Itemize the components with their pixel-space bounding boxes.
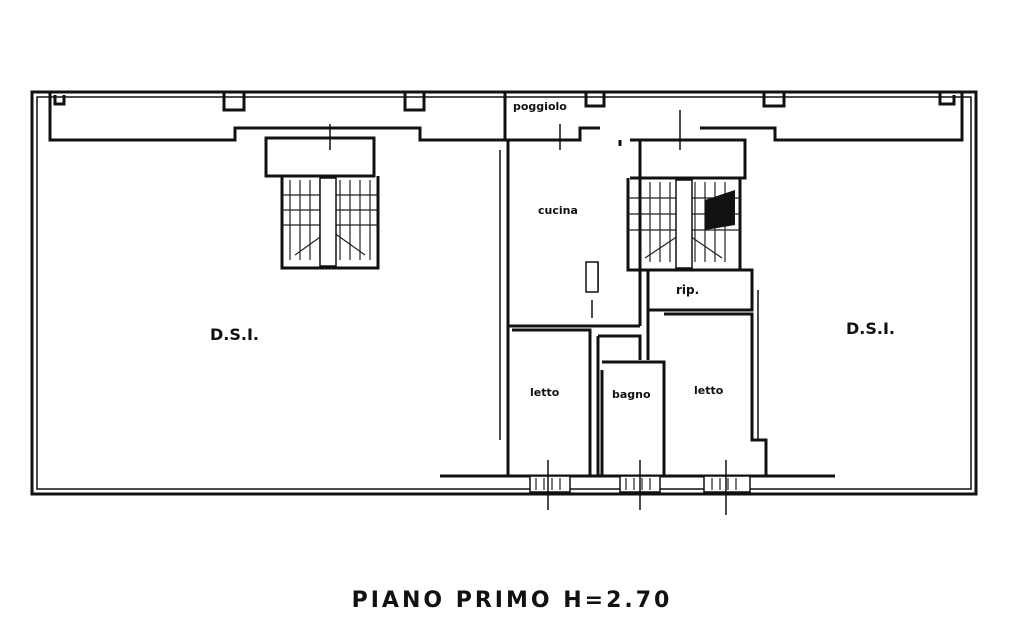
stair-left — [264, 136, 380, 270]
room-label-letto-left: letto — [530, 386, 560, 399]
room-label-rip: rip. — [676, 283, 699, 297]
room-label-dsi-right: D.S.I. — [846, 319, 895, 338]
bottom-openings — [529, 460, 751, 515]
room-label-dsi-left: D.S.I. — [210, 325, 259, 344]
room-label-bagno: bagno — [612, 388, 651, 401]
outer-walls — [30, 90, 978, 496]
balcony-strip — [48, 92, 964, 142]
room-label-cucina: cucina — [538, 204, 578, 217]
room-label-poggiolo: poggiolo — [513, 100, 567, 113]
stair-right — [626, 138, 747, 272]
plan-caption: PIANO PRIMO H=2.70 — [351, 588, 673, 613]
room-label-letto-right: letto — [694, 384, 724, 397]
dimension-ticks — [329, 110, 681, 318]
apartment-walls — [440, 140, 835, 478]
